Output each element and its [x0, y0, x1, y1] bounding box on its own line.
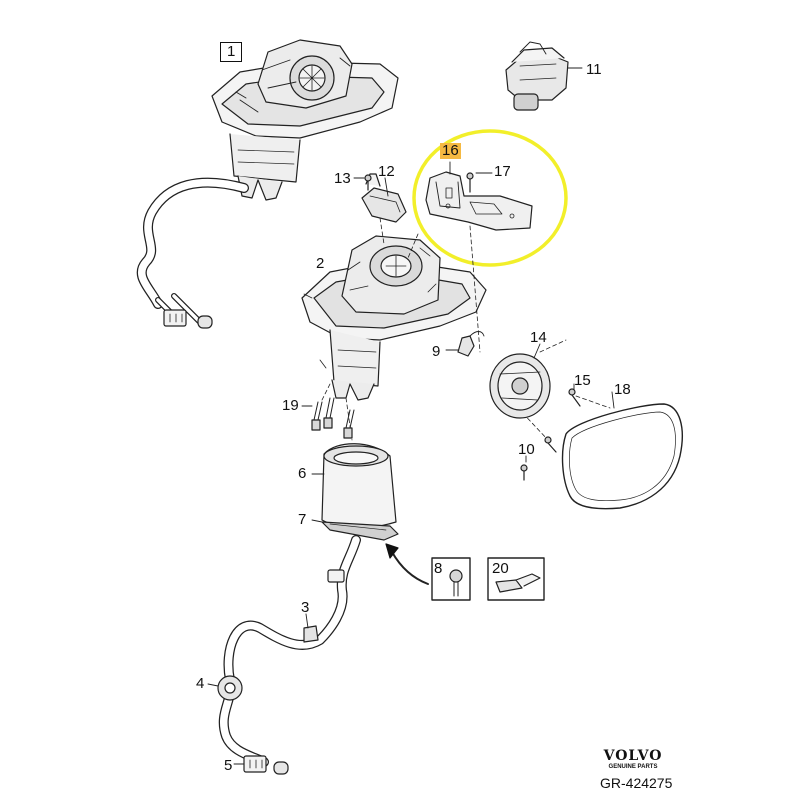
brand-tagline: GENUINE PARTS: [608, 764, 658, 770]
part-3-4-5-harness: [207, 535, 361, 775]
part-16-bracket: [425, 161, 533, 231]
part-13-screw: [353, 174, 372, 191]
callout-12: 12: [378, 163, 395, 180]
diagram-reference: GR-424275: [600, 775, 673, 791]
part-19-bolts: [301, 397, 355, 439]
callout-13: 13: [334, 170, 351, 187]
callout-18: 18: [614, 381, 631, 398]
brand-logo: VOLVO: [603, 748, 663, 764]
callout-10: 10: [518, 441, 535, 458]
callout-3: 3: [301, 599, 310, 616]
callout-20: 20: [492, 560, 509, 577]
part-10-screw: [520, 436, 557, 481]
part-15-screw: [568, 383, 581, 407]
inset-box-20: [487, 557, 545, 601]
callout-15: 15: [574, 372, 591, 389]
callout-14: 14: [530, 329, 547, 346]
part-6-cover: [311, 443, 397, 529]
callout-4: 4: [196, 675, 205, 692]
inset-box-8: [431, 557, 471, 601]
callout-1: 1: [220, 42, 243, 62]
part-12-bracket: [361, 173, 407, 223]
callout-11: 11: [586, 61, 602, 78]
callout-8: 8: [434, 560, 443, 577]
part-11-motor-unit: [505, 41, 583, 111]
highlight-ring: [412, 129, 568, 267]
part-17-screw: [466, 172, 493, 193]
part-1-mirror-assembly: [136, 39, 399, 329]
part-18-mirror-glass: [561, 391, 683, 510]
callout-6: 6: [298, 465, 307, 482]
part-7-gasket: [311, 519, 399, 541]
part-2-housing: [301, 235, 487, 401]
callout-16: 16: [440, 142, 461, 159]
callout-5: 5: [224, 757, 233, 774]
callout-17: 17: [494, 163, 511, 180]
callout-2: 2: [316, 255, 325, 272]
part-9-clip: [445, 331, 485, 357]
callout-19: 19: [282, 397, 299, 414]
part-14-adjust-motor: [489, 343, 551, 419]
callout-7: 7: [298, 511, 307, 528]
callout-9: 9: [432, 343, 441, 360]
assembly-arrow: [385, 543, 429, 585]
